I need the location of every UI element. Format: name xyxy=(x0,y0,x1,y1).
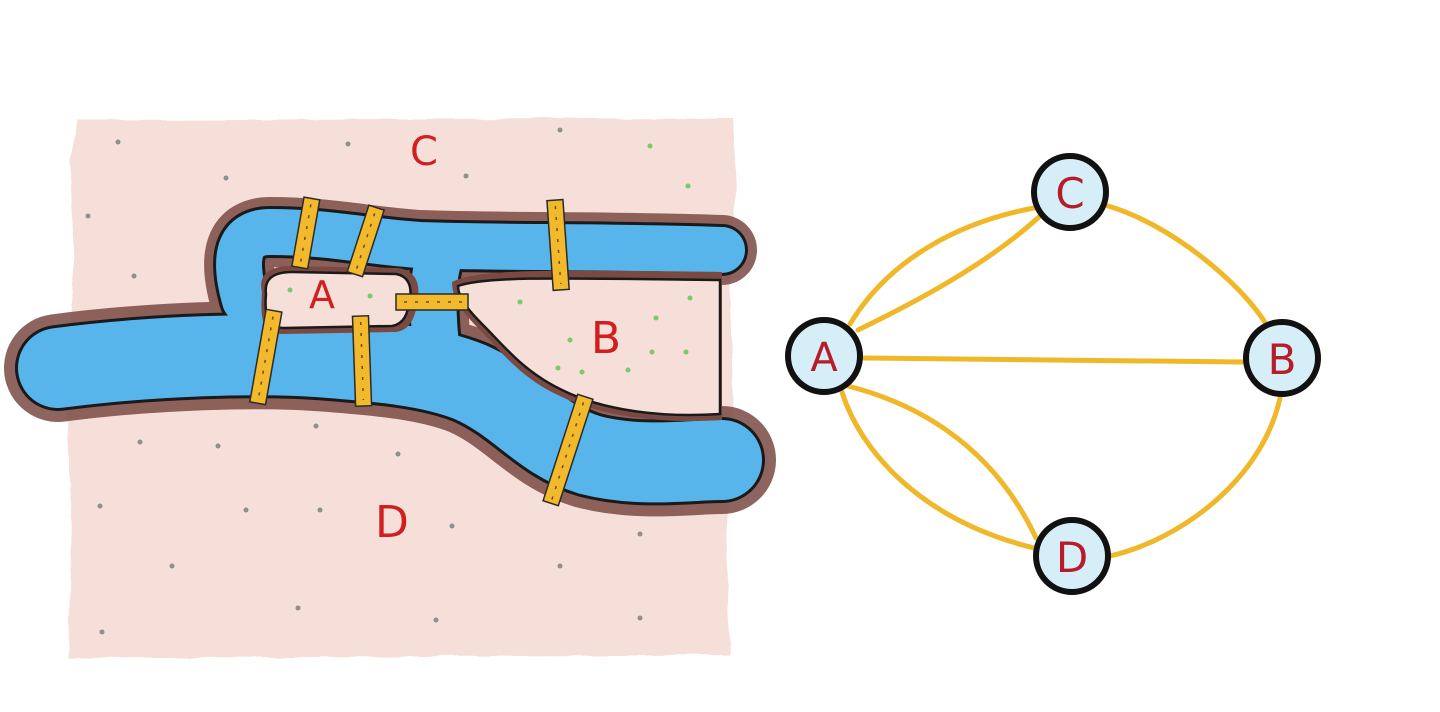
region-label-d: D xyxy=(375,497,409,548)
land-specks xyxy=(85,127,643,635)
edge-a-c-inner xyxy=(855,213,1043,333)
node-label-d: D xyxy=(1056,533,1088,582)
graph: C A B D xyxy=(785,153,1321,595)
edge-c-b xyxy=(1105,203,1269,327)
river xyxy=(4,197,776,517)
bridge xyxy=(291,196,321,270)
graph-nodes: C A B D xyxy=(785,153,1321,595)
node-a: A xyxy=(785,317,863,395)
edge-a-d-outer xyxy=(839,389,1037,551)
bridge xyxy=(351,314,373,408)
bridge xyxy=(542,393,594,507)
edge-a-b xyxy=(861,355,1247,365)
river-fork-channel xyxy=(410,239,463,393)
island-a xyxy=(261,266,419,334)
region-label-b: B xyxy=(591,313,621,364)
node-c: C xyxy=(1031,153,1109,231)
river-upper-channel xyxy=(216,209,745,323)
node-b: B xyxy=(1243,319,1321,397)
edge-a-c-outer xyxy=(847,205,1037,327)
node-label-a: A xyxy=(810,335,838,381)
bridge xyxy=(395,293,469,311)
city-map: C A B D xyxy=(4,118,776,658)
edge-a-d-inner xyxy=(845,383,1039,541)
bridges xyxy=(248,196,594,507)
bridge xyxy=(346,204,386,278)
graph-edges xyxy=(839,203,1283,559)
land-b xyxy=(452,270,722,421)
grass-dots xyxy=(287,143,693,375)
node-label-c: C xyxy=(1055,169,1084,218)
node-d: D xyxy=(1033,517,1111,595)
region-label-a: A xyxy=(309,273,335,317)
bridge xyxy=(248,308,283,406)
bridge xyxy=(546,198,570,292)
region-label-c: C xyxy=(410,129,438,175)
node-label-b: B xyxy=(1268,335,1297,384)
edge-d-b xyxy=(1107,395,1283,559)
